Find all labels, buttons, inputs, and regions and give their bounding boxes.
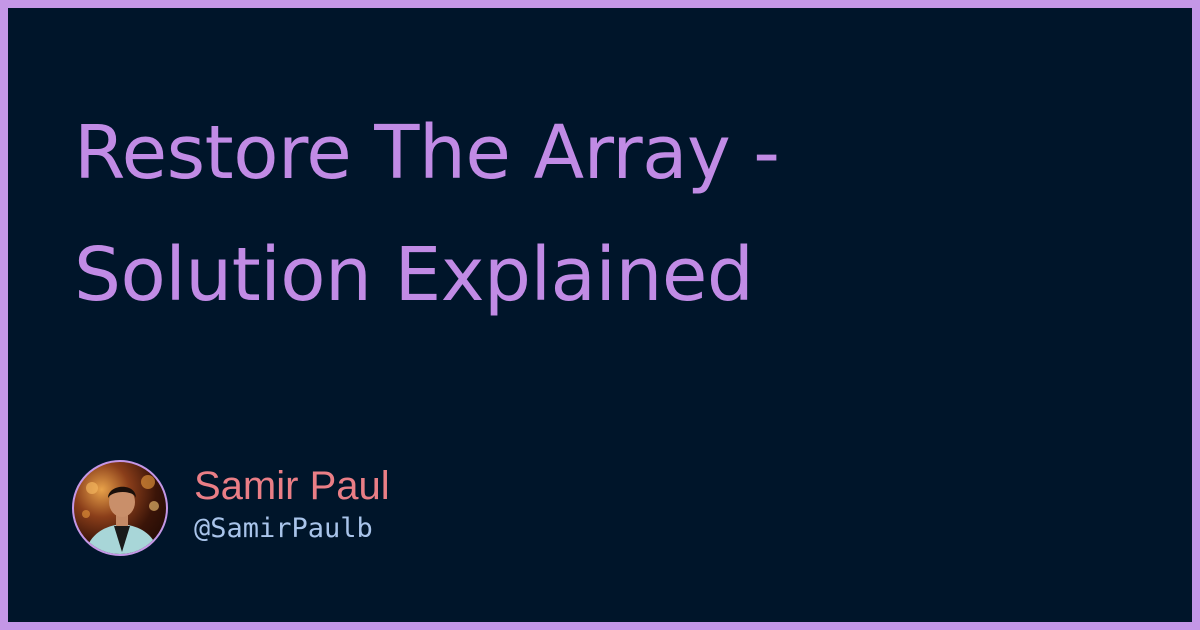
author-name: Samir Paul: [194, 464, 390, 508]
author-text: Samir Paul @SamirPaulb: [194, 464, 390, 547]
author-handle: @SamirPaulb: [194, 513, 373, 544]
title-line-2: Solution Explained: [74, 232, 754, 318]
title-line-1: Restore The Array -: [74, 110, 780, 196]
page-title: Restore The Array - Solution Explained: [74, 92, 1114, 336]
avatar-portrait-icon: [82, 475, 160, 554]
author-block: Samir Paul @SamirPaulb: [72, 458, 390, 558]
avatar: [72, 460, 168, 556]
